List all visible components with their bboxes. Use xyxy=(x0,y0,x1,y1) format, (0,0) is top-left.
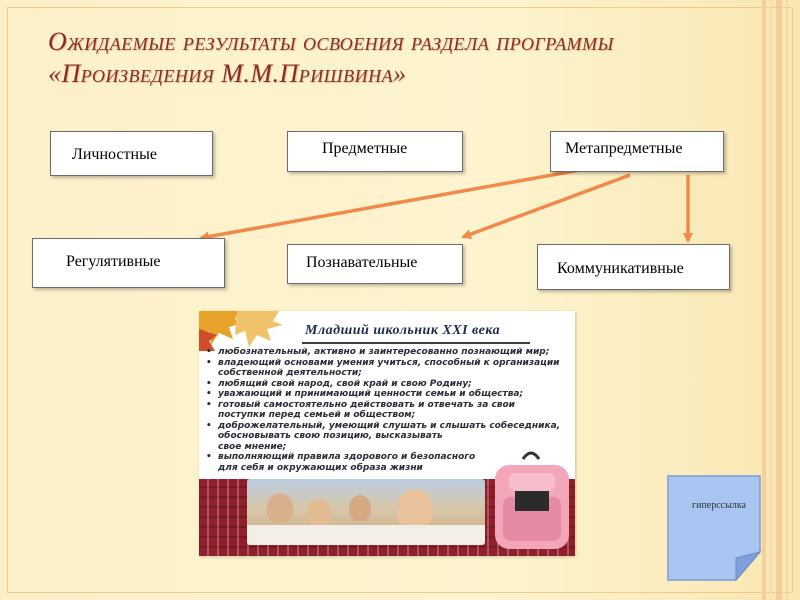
decor-stripe xyxy=(776,0,782,600)
poster-list-item: любознательный, активно и заинтересованн… xyxy=(203,347,573,358)
decor-stripe xyxy=(770,0,772,600)
child-figure xyxy=(397,489,433,529)
arrow-to-regulatory xyxy=(199,168,581,242)
school-backpack-icon xyxy=(495,451,569,549)
slide-frame xyxy=(7,7,793,593)
classroom-photo xyxy=(247,479,485,545)
box-cognitive: Познавательные xyxy=(287,244,463,284)
hyperlink-note[interactable]: гиперссылка xyxy=(666,474,764,589)
poster-list-item: доброжелательный, умеющий слушать и слыш… xyxy=(203,421,573,453)
child-figure xyxy=(307,499,331,527)
poster-list-item: уважающий и принимающий ценности семьи и… xyxy=(203,389,573,400)
poster-list-item: любящий свой народ, свой край и свою Род… xyxy=(203,379,573,390)
poster-list-item: готовый самостоятельно действовать и отв… xyxy=(203,400,573,421)
poster-list-item: владеющий основами умения учиться, спосо… xyxy=(203,358,573,379)
sticky-note-icon xyxy=(667,475,762,582)
slide-title-line2: «Произведения М.М.Пришвина» xyxy=(48,59,407,88)
box-subject: Предметные xyxy=(287,131,463,172)
desk xyxy=(247,525,485,545)
slide-title-line1: Ожидаемые результаты освоения раздела пр… xyxy=(48,27,614,56)
poster-title: Младший школьник XXI века xyxy=(305,323,501,338)
box-subject-label: Предметные xyxy=(322,140,408,157)
decor-stripe xyxy=(762,0,766,600)
box-personal-label: Личностные xyxy=(72,146,157,163)
box-regulatory-label: Регулятивные xyxy=(66,253,161,270)
slide-title: Ожидаемые результаты освоения раздела пр… xyxy=(48,26,748,90)
poster-list: любознательный, активно и заинтересованн… xyxy=(203,347,573,473)
box-regulatory: Регулятивные xyxy=(32,238,225,288)
child-figure xyxy=(349,495,371,521)
box-cognitive-label: Познавательные xyxy=(306,254,418,271)
decor-stripe xyxy=(786,0,788,600)
box-metasubject: Метапредметные xyxy=(550,131,724,172)
child-figure xyxy=(267,493,293,523)
maple-leaf-icon xyxy=(199,311,283,351)
box-personal: Личностные xyxy=(50,131,213,176)
hyperlink-label[interactable]: гиперссылка xyxy=(692,500,746,511)
poster-list-item: выполняющий правила здорового и безопасн… xyxy=(203,452,573,473)
box-metasubject-label: Метапредметные xyxy=(565,140,683,157)
poster-title-underline xyxy=(302,342,530,344)
box-communicative: Коммуникативные xyxy=(537,244,730,290)
box-communicative-label: Коммуникативные xyxy=(557,260,684,277)
poster-image: Младший школьник XXI века любознательный… xyxy=(199,311,575,556)
arrow-to-cognitive xyxy=(461,173,631,239)
